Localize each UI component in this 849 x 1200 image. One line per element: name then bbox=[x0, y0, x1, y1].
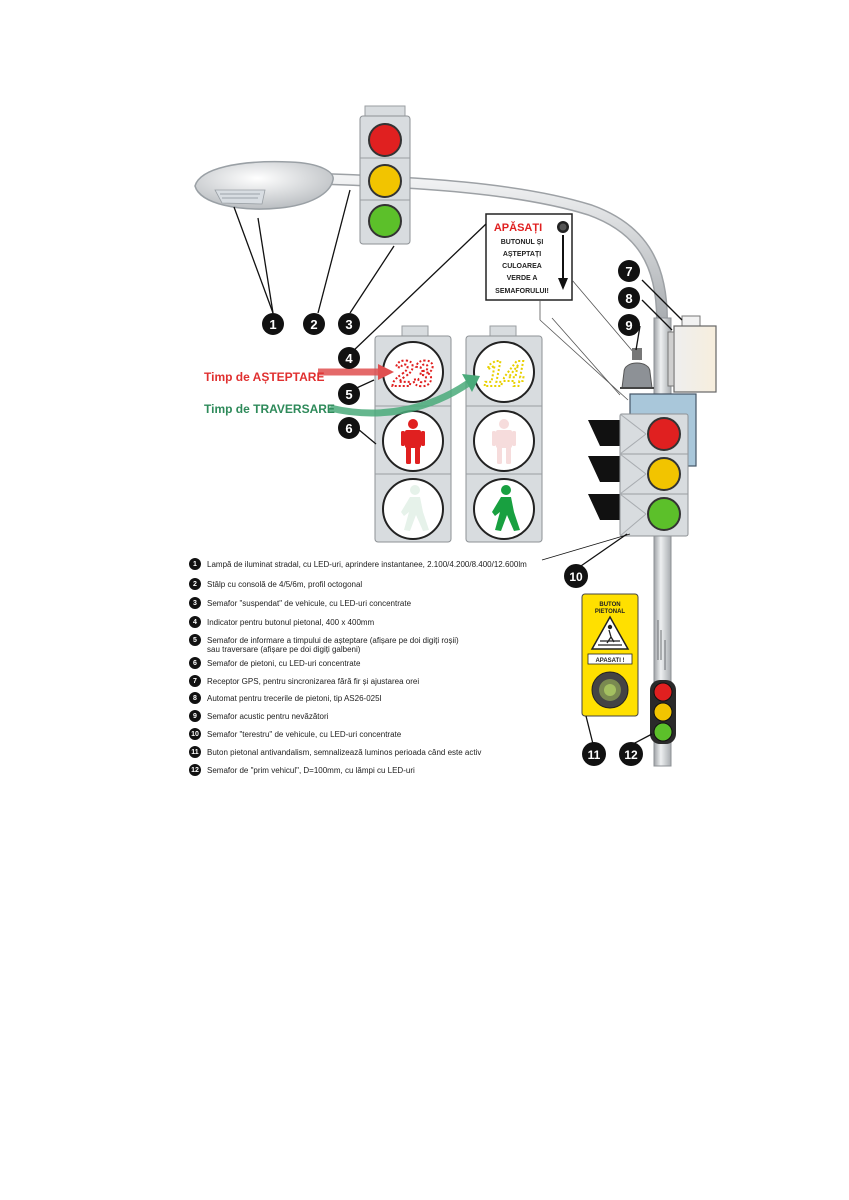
legend-text: Receptor GPS, pentru sincronizarea fără … bbox=[207, 677, 420, 686]
gps-and-controller-box bbox=[667, 315, 717, 393]
pedestrian-button-panel: BUTON PIETONAL APASATI ! bbox=[581, 593, 639, 717]
sign-title: APĂSAȚI bbox=[494, 221, 542, 234]
legend-item-12: 12 Semafor de "prim vehicul", D=100mm, cu… bbox=[189, 764, 415, 776]
callout-8: 8 bbox=[618, 287, 640, 309]
legend-text: Stâlp cu consolă de 4/5/6m, profil octog… bbox=[207, 580, 363, 589]
button-panel-top-line1: BUTON bbox=[599, 602, 620, 608]
acoustic-signal bbox=[620, 348, 654, 389]
legend-text: Indicator pentru butonul pietonal, 400 x… bbox=[207, 618, 375, 627]
legend-number: 2 bbox=[189, 578, 201, 590]
led-street-lamp bbox=[194, 160, 334, 210]
legend-number: 5 bbox=[189, 634, 201, 646]
svg-text:BUTON: BUTON bbox=[599, 602, 620, 608]
waiting-time-arrow bbox=[318, 364, 394, 380]
button-panel-bottom: APASATI ! bbox=[595, 658, 624, 664]
svg-text:9: 9 bbox=[625, 318, 632, 333]
legend-item-1: 1 Lampă de iluminat stradal, cu LED-uri, … bbox=[189, 558, 527, 570]
callout-5: 5 bbox=[338, 383, 360, 405]
waiting-time-label: Timp de AȘTEPTARE bbox=[204, 370, 324, 384]
svg-text:12: 12 bbox=[624, 748, 638, 762]
red-countdown: 23 bbox=[392, 353, 433, 394]
legend-text: Automat pentru trecerile de pietoni, tip… bbox=[207, 694, 382, 703]
legend-number: 9 bbox=[189, 710, 201, 722]
faded-red-man-icon bbox=[492, 419, 516, 464]
crossing-time-label: Timp de TRAVERSARE bbox=[204, 402, 335, 416]
callout-11: 11 bbox=[582, 742, 606, 766]
callout-12: 12 bbox=[619, 742, 643, 766]
callout-7: 7 bbox=[618, 260, 640, 282]
terrestrial-vehicle-signal bbox=[588, 393, 697, 537]
legend-text: Lampă de iluminat stradal, cu LED-uri, a… bbox=[207, 560, 527, 569]
svg-text:3: 3 bbox=[345, 317, 352, 332]
legend-item-7: 7 Receptor GPS, pentru sincronizarea fără… bbox=[189, 675, 420, 687]
push-button-sign: APĂSAȚI BUTONUL ȘI AȘTEPTAȚI CULOAREA VE… bbox=[485, 213, 573, 301]
legend-text: Semafor "suspendat" de vehicule, cu LED-… bbox=[207, 599, 412, 608]
legend-number: 7 bbox=[189, 675, 201, 687]
legend-text: Semafor de pietoni, cu LED-uri concentra… bbox=[207, 659, 361, 668]
legend-number: 1 bbox=[189, 558, 201, 570]
callout-4: 4 bbox=[338, 347, 360, 369]
legend-number: 8 bbox=[189, 692, 201, 704]
svg-text:6: 6 bbox=[345, 421, 352, 436]
svg-text:1: 1 bbox=[269, 317, 276, 332]
svg-text:11: 11 bbox=[588, 748, 601, 762]
crossing-time-arrow bbox=[329, 374, 480, 417]
green-man-icon bbox=[492, 485, 520, 531]
button-panel-top-line2: PIETONAL bbox=[595, 609, 626, 615]
pedestrian-signal-left: 23 bbox=[374, 325, 452, 543]
callout-3: 3 bbox=[338, 313, 360, 335]
legend-number: 12 bbox=[189, 764, 201, 776]
legend-item-9: 9 Semafor acustic pentru nevăzători bbox=[189, 710, 329, 722]
yellow-countdown: 14 bbox=[484, 353, 524, 394]
legend-text: Semafor acustic pentru nevăzători bbox=[207, 712, 329, 721]
legend-text: Semafor "terestru" de vehicule, cu LED-u… bbox=[207, 730, 402, 739]
legend-number: 10 bbox=[189, 728, 201, 740]
legend-item-5: 5 Semafor de informare a timpului de aște… bbox=[189, 634, 459, 654]
callout-1: 1 bbox=[262, 313, 284, 335]
svg-text:5: 5 bbox=[345, 387, 352, 402]
legend-item-3: 3 Semafor "suspendat" de vehicule, cu LED… bbox=[189, 597, 412, 609]
svg-text:8: 8 bbox=[625, 291, 632, 306]
sign-line-5: SEMAFORULUI! bbox=[495, 288, 549, 295]
legend-item-8: 8 Automat pentru trecerile de pietoni, ti… bbox=[189, 692, 382, 704]
callout-10: 10 bbox=[564, 564, 588, 588]
callout-2: 2 bbox=[303, 313, 325, 335]
legend-number: 11 bbox=[189, 746, 201, 758]
pedestrian-signal-right: 14 bbox=[465, 325, 543, 543]
red-man-icon bbox=[401, 419, 425, 464]
suspended-vehicle-signal bbox=[359, 105, 411, 245]
callout-9: 9 bbox=[618, 314, 640, 336]
first-vehicle-signal bbox=[650, 680, 676, 744]
legend-number: 3 bbox=[189, 597, 201, 609]
legend-item-6: 6 Semafor de pietoni, cu LED-uri concentr… bbox=[189, 657, 361, 669]
legend-number: 4 bbox=[189, 616, 201, 628]
sign-line-4: VERDE A bbox=[507, 275, 538, 282]
svg-text:2: 2 bbox=[310, 317, 317, 332]
legend-text: Semafor de "prim vehicul", D=100mm, cu l… bbox=[207, 766, 415, 775]
legend-number: 6 bbox=[189, 657, 201, 669]
legend-item-2: 2 Stâlp cu consolă de 4/5/6m, profil octo… bbox=[189, 578, 363, 590]
legend-item-10: 10 Semafor "terestru" de vehicule, cu LED… bbox=[189, 728, 402, 740]
callout-6: 6 bbox=[338, 417, 360, 439]
connector-lines bbox=[539, 279, 641, 401]
svg-text:10: 10 bbox=[569, 570, 583, 584]
legend-item-11: 11 Buton pietonal antivandalism, semnaliz… bbox=[189, 746, 482, 758]
legend-text: Buton pietonal antivandalism, semnalizea… bbox=[207, 748, 482, 757]
sign-line-2: AȘTEPTAȚI bbox=[503, 251, 541, 258]
sign-line-1: BUTONUL ȘI bbox=[501, 239, 544, 246]
sign-line-3: CULOAREA bbox=[502, 263, 542, 270]
legend-item-4: 4 Indicator pentru butonul pietonal, 400 … bbox=[189, 616, 375, 628]
svg-text:4: 4 bbox=[345, 351, 353, 366]
legend-text: Semafor de informare a timpului de aștep… bbox=[207, 636, 459, 654]
svg-text:7: 7 bbox=[625, 264, 632, 279]
faded-green-man-icon bbox=[401, 485, 429, 531]
